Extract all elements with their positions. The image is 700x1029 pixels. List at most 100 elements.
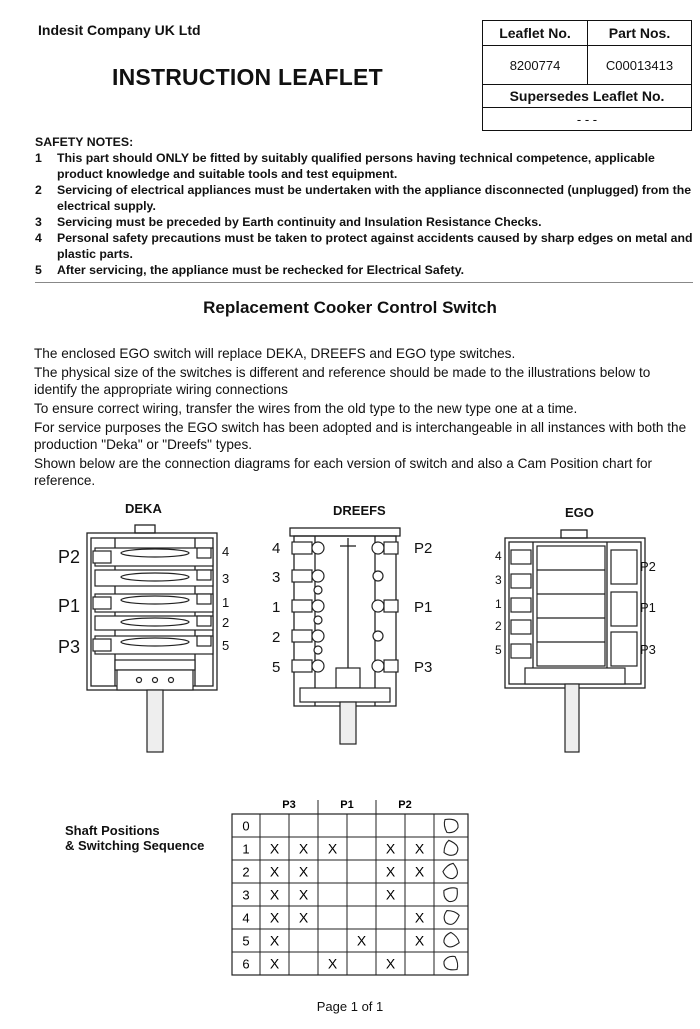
cam-position-icon [443, 887, 458, 903]
safety-item-text: Servicing of electrical appliances must … [57, 183, 692, 213]
safety-item-number: 1 [35, 151, 42, 165]
switch-mark: X [415, 864, 425, 880]
dreefs-p3-label: P3 [414, 659, 433, 676]
switch-mark: X [415, 910, 425, 926]
safety-item: 5 After servicing, the appliance must be … [35, 262, 693, 278]
dreefs-terminal-number: 1 [272, 599, 281, 616]
deka-switch-diagram [86, 524, 218, 753]
ego-p2-label: P2 [640, 559, 656, 574]
dreefs-terminal-number: 5 [272, 659, 281, 676]
ego-p3-label: P3 [640, 642, 656, 657]
safety-item-number: 2 [35, 183, 42, 197]
deka-p3-label: P3 [58, 637, 81, 657]
deka-terminal-number: 4 [222, 544, 230, 559]
switch-mark: X [386, 841, 396, 857]
switch-mark: X [386, 887, 396, 903]
position-number: 5 [242, 934, 249, 949]
group-header: P2 [398, 799, 411, 811]
safety-item-number: 3 [35, 215, 42, 229]
shaft-positions-label: Shaft Positions & Switching Sequence [65, 823, 204, 853]
section-heading: Replacement Cooker Control Switch [203, 298, 497, 317]
ego-terminal-number: 2 [495, 619, 502, 633]
switch-mark: X [270, 910, 280, 926]
ego-label: EGO [565, 505, 594, 520]
safety-item-number: 4 [35, 231, 42, 245]
table-border [231, 813, 469, 976]
safety-heading: SAFETY NOTES: [35, 135, 134, 149]
ego-terminal-number: 4 [495, 549, 502, 563]
part-nos-label: Part Nos. [587, 20, 692, 46]
intro-paragraph: The enclosed EGO switch will replace DEK… [34, 346, 516, 361]
switch-mark: X [299, 864, 309, 880]
group-header: P3 [282, 799, 295, 811]
intro-paragraph: The physical size of the switches is dif… [34, 365, 651, 397]
dreefs-p2-label: P2 [414, 540, 433, 557]
cam-position-icon [443, 839, 459, 856]
position-number: 4 [242, 911, 249, 926]
switch-mark: X [299, 910, 309, 926]
switch-mark: X [299, 887, 309, 903]
leaflet-no-label: Leaflet No. [482, 20, 588, 46]
ego-p1-label: P1 [640, 600, 656, 615]
switch-mark: X [270, 841, 280, 857]
leaflet-no-value: 8200774 [482, 45, 588, 85]
shaft-label-line: & Switching Sequence [65, 838, 205, 853]
intro-paragraph: Shown below are the connection diagrams … [34, 456, 653, 488]
switch-mark: X [270, 864, 280, 880]
safety-item: 2 Servicing of electrical appliances must… [35, 182, 693, 214]
safety-item-text: This part should ONLY be fitted by suita… [57, 151, 655, 181]
dreefs-switch-diagram [289, 527, 401, 745]
ego-terminal-number: 1 [495, 597, 502, 611]
switch-mark: X [357, 933, 367, 949]
divider [35, 282, 693, 283]
switch-mark: X [328, 841, 338, 857]
switch-mark: X [415, 841, 425, 857]
part-no-value: C00013413 [587, 45, 692, 85]
switch-mark: X [270, 933, 280, 949]
company-name: Indesit Company UK Ltd [38, 22, 201, 38]
ego-switch-diagram [504, 529, 646, 753]
safety-item-text: After servicing, the appliance must be r… [57, 263, 465, 277]
safety-item-text: Personal safety precautions must be take… [57, 231, 693, 261]
switch-mark: X [386, 864, 396, 880]
dreefs-terminal-number: 2 [272, 629, 281, 646]
cam-position-icon [442, 862, 459, 880]
switch-mark: X [270, 956, 280, 972]
switch-mark: X [270, 887, 280, 903]
safety-item: 3 Servicing must be preceded by Earth con… [35, 214, 693, 230]
deka-p1-label: P1 [58, 596, 81, 616]
dreefs-label: DREEFS [333, 503, 386, 518]
position-number: 1 [242, 842, 249, 857]
page-title: INSTRUCTION LEAFLET [112, 64, 383, 90]
cam-position-icon [443, 931, 460, 948]
intro-paragraph: To ensure correct wiring, transfer the w… [34, 401, 578, 416]
position-number: 0 [242, 819, 249, 834]
group-header: P1 [340, 799, 353, 811]
position-number: 6 [242, 957, 249, 972]
intro-paragraph: For service purposes the EGO switch has … [34, 420, 687, 452]
dreefs-terminal-number: 4 [272, 540, 281, 557]
deka-terminal-number: 2 [222, 615, 230, 630]
ego-terminal-number: 3 [495, 573, 502, 587]
deka-p2-label: P2 [58, 547, 81, 567]
deka-label: DEKA [125, 501, 162, 516]
leaflet-info-table: Leaflet No. Part Nos. 8200774 C00013413 … [482, 20, 692, 131]
supersedes-label: Supersedes Leaflet No. [482, 84, 692, 108]
safety-item-text: Servicing must be preceded by Earth cont… [57, 215, 542, 229]
page-footer: Page 1 of 1 [316, 999, 384, 1014]
position-number: 3 [242, 888, 249, 903]
cam-position-icon [443, 909, 460, 925]
dreefs-p1-label: P1 [414, 599, 433, 616]
switch-mark: X [299, 841, 309, 857]
switch-mark: X [415, 933, 425, 949]
safety-item: 1 This part should ONLY be fitted by suit… [35, 150, 693, 182]
safety-item-number: 5 [35, 263, 42, 277]
cam-position-icon [443, 818, 459, 834]
deka-terminal-number: 5 [222, 638, 230, 653]
ego-terminal-number: 5 [495, 643, 502, 657]
dreefs-terminal-number: 3 [272, 569, 281, 586]
safety-notes: SAFETY NOTES: 1 This part should ONLY be … [35, 134, 693, 278]
position-number: 2 [242, 865, 249, 880]
cam-position-icon [443, 955, 459, 971]
